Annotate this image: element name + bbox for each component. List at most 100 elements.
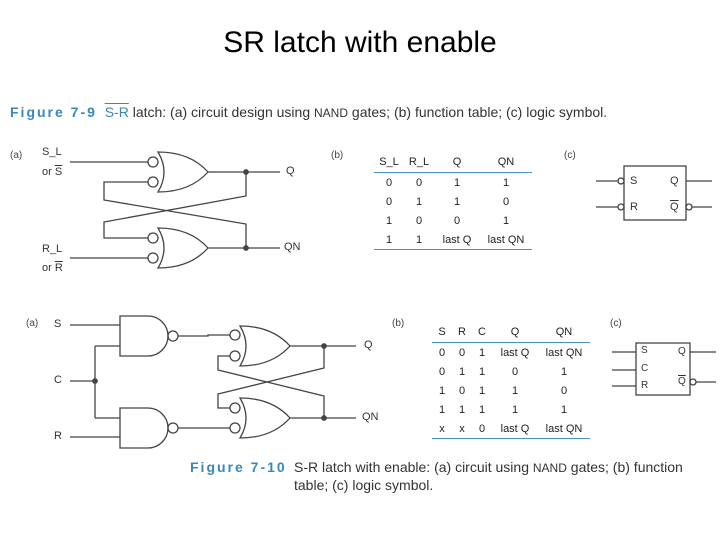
table-cell: x [432, 419, 452, 439]
fig9-nand-gate-bottom [156, 227, 209, 269]
table-row: 1 0 0 1 [374, 211, 532, 230]
fig9-inverter-bubble [147, 232, 159, 244]
table-cell: 1 [385, 214, 393, 227]
fig9-logic-symbol [596, 165, 712, 221]
symbol-output-bubble [685, 203, 693, 211]
caption-sr-overbar: S-R [104, 104, 129, 120]
table-cell: 0 [502, 195, 510, 208]
fig9-symbol-q: Q [670, 175, 679, 187]
table-cell: 1 [511, 384, 519, 397]
figure-7-9-caption: Figure 7-9 S-R latch: (a) circuit design… [10, 104, 607, 120]
table-cell: 0 [438, 365, 446, 378]
table-cell: 0 [472, 419, 492, 439]
table-cell: 1 [415, 195, 423, 208]
figure-7-9-number: Figure 7-9 [10, 104, 97, 120]
caption-text-1: S-R latch with enable: (a) circuit using [294, 459, 533, 475]
table-cell: 0 [415, 176, 423, 189]
caption-nand: NAND [314, 106, 349, 120]
fig10-panel-b-label: (b) [392, 318, 405, 329]
table-cell: last QN [545, 346, 583, 359]
table-cell: 1 [478, 365, 486, 378]
fig10-panel-c-label: (c) [610, 318, 622, 329]
caption-text-2: gates; (b) function table; (c) logic sym… [348, 104, 608, 120]
fig9-inverter-bubble [147, 252, 159, 264]
caption-line-2: table; (c) logic symbol. [294, 477, 434, 493]
table-cell: 1 [478, 403, 486, 416]
table-cell: 1 [502, 214, 510, 227]
table-cell: 0 [560, 384, 568, 397]
fig10-input-c: C [54, 374, 62, 386]
table-cell: 1 [502, 176, 510, 189]
symbol-output-bubble [689, 378, 697, 386]
table-header-cell: C [472, 322, 492, 343]
table-cell: 1 [478, 384, 486, 397]
table-header-cell: R [452, 322, 472, 343]
table-cell: 0 [385, 195, 393, 208]
symbol-input-bubble [617, 177, 625, 185]
fig10-input-s: S [54, 318, 62, 330]
fig10-logic-symbol [612, 342, 716, 396]
table-cell: 0 [438, 346, 446, 359]
table-cell: last Q [492, 419, 538, 439]
table-cell: 1 [438, 384, 446, 397]
fig9-inverter-bubble [147, 156, 159, 168]
table-cell: 1 [404, 230, 434, 250]
fig10-symbol-qn: Q [678, 376, 686, 387]
table-cell: 0 [453, 214, 461, 227]
table-cell: last Q [500, 346, 530, 359]
fig9-inverter-bubble [147, 176, 159, 188]
fig9-panel-a-label: (a) [10, 150, 23, 161]
caption-text-2: gates; (b) function [566, 459, 683, 475]
fig10-output-qn: QN [362, 411, 379, 423]
fig9-symbol-qn: Q [670, 201, 679, 213]
table-cell: 1 [458, 403, 466, 416]
fig10-nand-gate-s [119, 315, 169, 357]
fig10-or-gate-top [238, 325, 291, 367]
table-cell: 1 [560, 403, 568, 416]
table-cell: last QN [480, 230, 532, 250]
fig10-symbol-box [635, 342, 691, 396]
fig9-input-s-alt: or S [42, 166, 63, 178]
table-header-cell: Q [492, 322, 538, 343]
table-cell: 1 [478, 346, 486, 359]
fig10-input-r: R [54, 430, 62, 442]
table-cell: 0 [385, 176, 393, 189]
caption-nand: NAND [532, 461, 567, 475]
fig10-nand-gate-r [119, 407, 169, 449]
table-cell: 1 [453, 195, 461, 208]
fig9-input-r-name: R_L [42, 243, 63, 255]
fig9-symbol-r: R [630, 201, 638, 213]
table-cell: 1 [458, 365, 466, 378]
table-row: 0 0 1 1 [374, 173, 532, 193]
table-cell: last Q [434, 230, 480, 250]
table-cell: 1 [453, 176, 461, 189]
table-cell: 0 [458, 384, 466, 397]
fig9-panel-b-label: (b) [331, 150, 344, 161]
table-cell: 0 [511, 365, 519, 378]
fig9-input-s-name: S_L [42, 146, 62, 158]
fig10-or-gate-bottom [238, 397, 291, 439]
fig10-symbol-c: C [641, 363, 649, 374]
fig9-nand-gate-top [156, 151, 209, 193]
table-header-cell: Q [434, 152, 480, 173]
table-cell: 0 [415, 214, 423, 227]
table-header-cell: S [432, 322, 452, 343]
table-cell: 1 [560, 365, 568, 378]
table-cell: x [452, 419, 472, 439]
fig10-panel-a-label: (a) [26, 318, 39, 329]
fig10-symbol-q: Q [678, 346, 686, 357]
slide-title: SR latch with enable [223, 26, 497, 59]
fig9-symbol-box [623, 165, 687, 221]
fig9-output-qn: QN [284, 241, 301, 253]
fig10-circuit [70, 315, 356, 449]
fig9-panel-c-label: (c) [564, 150, 576, 161]
